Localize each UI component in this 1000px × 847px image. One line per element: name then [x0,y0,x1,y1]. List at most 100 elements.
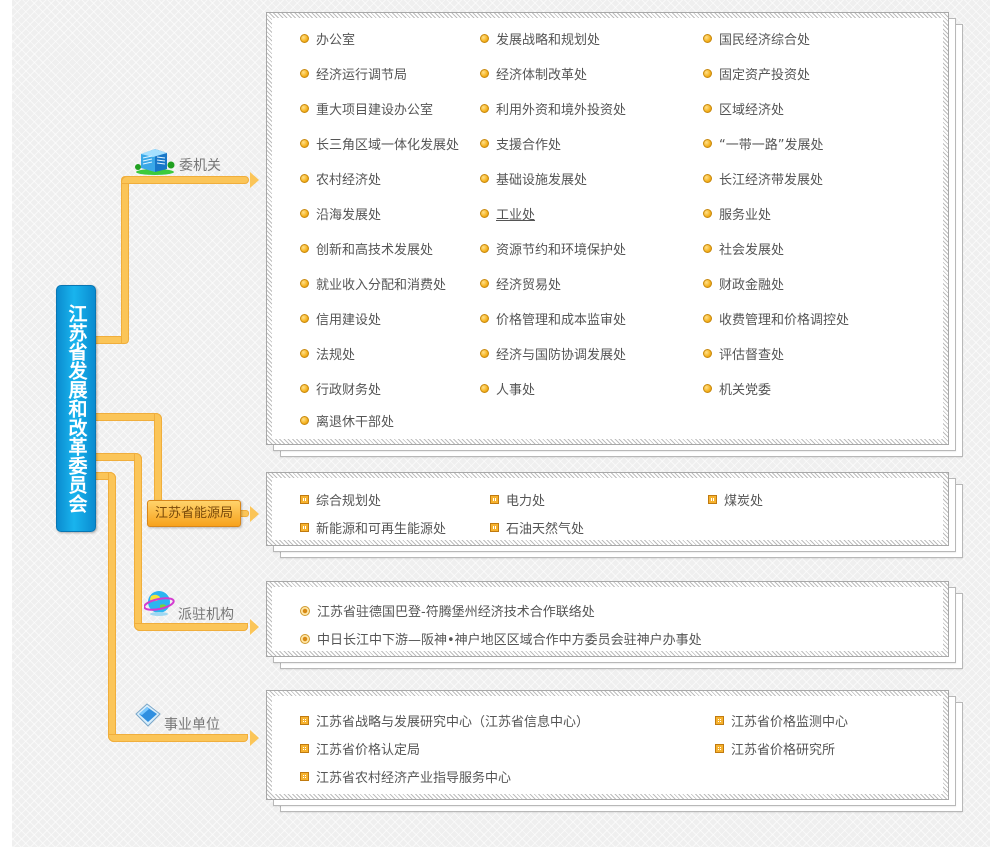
list-item[interactable]: 支援合作处 [480,134,561,153]
square-bullet-icon [715,716,724,725]
circle-bullet-icon [480,34,489,43]
list-item[interactable]: 固定资产投资处 [703,64,810,83]
branch-institutions-text: 事业单位 [164,717,220,733]
list-item[interactable]: 经济体制改革处 [480,64,587,83]
circle-bullet-icon [703,34,712,43]
circle-bullet-icon [300,209,309,218]
square-bullet-icon [715,744,724,753]
list-item[interactable]: 区域经济处 [703,99,784,118]
arrow-institutions [250,730,259,746]
circle-bullet-icon [703,244,712,253]
list-item[interactable]: 沿海发展处 [300,204,381,223]
circle-bullet-icon [703,139,712,148]
circle-bullet-icon [703,279,712,288]
circle-bullet-icon [300,69,309,78]
square-bullet-icon [490,495,499,504]
list-item[interactable]: 经济运行调节局 [300,64,407,83]
list-item[interactable]: 就业收入分配和消费处 [300,274,446,293]
list-item[interactable]: 收费管理和价格调控处 [703,309,849,328]
circle-bullet-icon [703,314,712,323]
circle-bullet-icon [300,416,309,425]
branch-stationed-text: 派驻机构 [178,607,234,623]
list-item[interactable]: 长江经济带发展处 [703,169,823,188]
arrow-office [250,172,259,188]
list-item[interactable]: 资源节约和环境保护处 [480,239,626,258]
root-node[interactable]: 江苏省发展和改革委员会 [56,285,96,532]
circle-bullet-icon [480,384,489,393]
panel-energy: 综合规划处 电力处 煤炭处 新能源和可再生能源处 石油天然气处 [266,472,963,558]
circle-bullet-icon [300,279,309,288]
circle-bullet-icon [703,69,712,78]
arrow-energy [250,506,259,522]
list-item[interactable]: 江苏省战略与发展研究中心（江苏省信息中心） [300,711,589,730]
list-item[interactable]: “一带一路”发展处 [703,134,823,153]
circle-bullet-icon [300,314,309,323]
arrow-stationed [250,619,259,635]
list-item[interactable]: 重大项目建设办公室 [300,99,433,118]
square-bullet-icon [300,495,309,504]
list-item[interactable]: 新能源和可再生能源处 [300,518,446,537]
circle-bullet-icon [703,209,712,218]
circle-bullet-icon [480,69,489,78]
panel-stationed: 江苏省驻德国巴登-符腾堡州经济技术合作联络处 中日长江中下游—阪神•神户地区区域… [266,581,963,669]
circle-bullet-icon [703,349,712,358]
list-item[interactable]: 江苏省农村经济产业指导服务中心 [300,767,511,786]
square-bullet-icon [300,772,309,781]
list-item[interactable]: 煤炭处 [708,490,763,509]
ring-bullet-icon [300,633,310,644]
list-item[interactable]: 经济与国防协调发展处 [480,344,626,363]
list-item[interactable]: 经济贸易处 [480,274,561,293]
circle-bullet-icon [480,244,489,253]
list-item[interactable]: 发展战略和规划处 [480,29,600,48]
list-item[interactable]: 离退休干部处 [300,411,394,430]
list-item[interactable]: 石油天然气处 [490,518,584,537]
list-item[interactable]: 长三角区域一体化发展处 [300,134,459,153]
circle-bullet-icon [480,174,489,183]
circle-bullet-icon [480,349,489,358]
list-item[interactable]: 创新和高技术发展处 [300,239,433,258]
list-item[interactable]: 人事处 [480,379,535,398]
building-icon [135,149,175,175]
circle-bullet-icon [300,174,309,183]
list-item[interactable]: 服务业处 [703,204,771,223]
list-item[interactable]: 江苏省价格研究所 [715,739,835,758]
list-item[interactable]: 机关党委 [703,379,771,398]
list-item[interactable]: 社会发展处 [703,239,784,258]
list-item[interactable]: 综合规划处 [300,490,381,509]
ring-bullet-icon [300,605,310,616]
circle-bullet-icon [300,104,309,113]
book-icon [135,703,161,727]
list-item[interactable]: 中日长江中下游—阪神•神户地区区域合作中方委员会驻神户办事处 [300,629,702,648]
list-item[interactable]: 利用外资和境外投资处 [480,99,626,118]
list-item[interactable]: 财政金融处 [703,274,784,293]
square-bullet-icon [300,744,309,753]
list-item[interactable]: 江苏省驻德国巴登-符腾堡州经济技术合作联络处 [300,601,595,620]
circle-bullet-icon [703,174,712,183]
list-item[interactable]: 电力处 [490,490,545,509]
branch-office-text: 委机关 [179,158,221,174]
list-item[interactable]: 基础设施发展处 [480,169,587,188]
list-item[interactable]: 评估督查处 [703,344,784,363]
list-item[interactable]: 信用建设处 [300,309,381,328]
list-item[interactable]: 工业处 [480,204,535,223]
branch-energy-label[interactable]: 江苏省能源局 [147,500,241,527]
list-item[interactable]: 江苏省价格监测中心 [715,711,848,730]
list-item[interactable]: 办公室 [300,29,355,48]
circle-bullet-icon [480,104,489,113]
list-item[interactable]: 价格管理和成本监审处 [480,309,626,328]
list-item[interactable]: 行政财务处 [300,379,381,398]
circle-bullet-icon [480,314,489,323]
square-bullet-icon [300,523,309,532]
square-bullet-icon [300,716,309,725]
list-item[interactable]: 法规处 [300,344,355,363]
circle-bullet-icon [703,384,712,393]
globe-icon [144,591,175,616]
list-item[interactable]: 农村经济处 [300,169,381,188]
square-bullet-icon [490,523,499,532]
list-item[interactable]: 国民经济综合处 [703,29,810,48]
circle-bullet-icon [480,209,489,218]
panel-institutions: 江苏省战略与发展研究中心（江苏省信息中心） 江苏省价格监测中心 江苏省价格认定局… [266,690,963,812]
circle-bullet-icon [300,384,309,393]
circle-bullet-icon [703,104,712,113]
list-item[interactable]: 江苏省价格认定局 [300,739,420,758]
